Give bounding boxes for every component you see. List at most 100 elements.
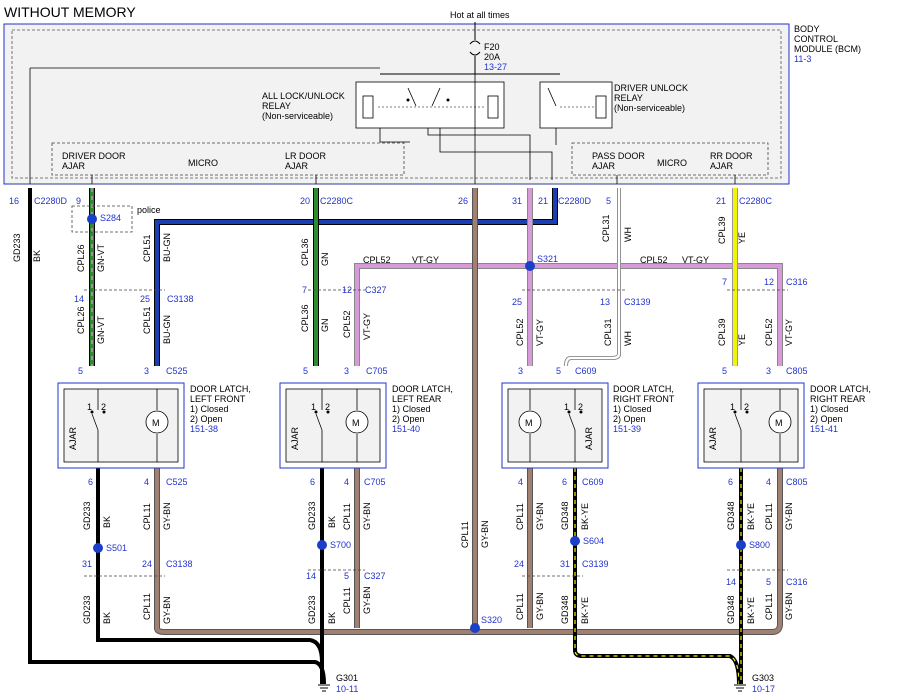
svg-text:5: 5 xyxy=(722,366,727,376)
svg-text:1) Closed: 1) Closed xyxy=(810,404,849,414)
svg-text:6: 6 xyxy=(88,477,93,487)
svg-text:CPL11: CPL11 xyxy=(515,503,525,530)
svg-text:10-17: 10-17 xyxy=(752,684,775,694)
svg-text:GD348: GD348 xyxy=(726,595,736,624)
pass-door-ajar-1: PASS DOOR xyxy=(592,151,645,161)
lr-door-ajar-1: LR DOOR xyxy=(285,151,327,161)
svg-text:WH: WH xyxy=(623,227,633,242)
svg-text:CPL11: CPL11 xyxy=(142,593,152,620)
svg-text:CPL11: CPL11 xyxy=(342,587,352,614)
wire-gd348-rf xyxy=(573,468,741,685)
switch-icon xyxy=(568,413,576,431)
pin-label: 9 xyxy=(76,196,81,206)
svg-text:AJAR: AJAR xyxy=(584,426,594,450)
motor-icon xyxy=(518,410,542,434)
svg-text:CPL52: CPL52 xyxy=(363,255,391,265)
relay-contact-icon xyxy=(547,87,557,107)
svg-text:C609: C609 xyxy=(582,477,604,487)
svg-text:4: 4 xyxy=(518,477,523,487)
relay-coil-icon xyxy=(595,95,607,119)
svg-text:1) Closed: 1) Closed xyxy=(392,404,431,414)
svg-text:GY-BN: GY-BN xyxy=(480,520,490,548)
switch-icon xyxy=(91,413,99,431)
svg-text:BK-YE: BK-YE xyxy=(580,597,590,624)
svg-text:CPL39: CPL39 xyxy=(717,216,727,244)
svg-text:CPL26: CPL26 xyxy=(76,306,86,334)
micro-box-right xyxy=(571,142,769,176)
svg-text:2) Open: 2) Open xyxy=(613,414,646,424)
relay-coil-icon xyxy=(487,95,499,119)
wire-cpl52-bus xyxy=(354,263,783,366)
svg-text:GY-BN: GY-BN xyxy=(362,586,372,614)
svg-text:C3138: C3138 xyxy=(167,294,194,304)
svg-text:GN-VT: GN-VT xyxy=(96,316,106,345)
switch-icon xyxy=(315,413,323,431)
svg-text:BK: BK xyxy=(327,612,337,624)
splice-dot xyxy=(317,540,327,550)
svg-text:C327: C327 xyxy=(364,571,386,581)
door-latch-lf: AJAR 1 2 M DOOR LATCH, LEFT FRONT 1) Clo… xyxy=(57,382,251,469)
svg-text:BK-YE: BK-YE xyxy=(746,597,756,624)
svg-text:5: 5 xyxy=(303,366,308,376)
bcm-ref: 11-3 xyxy=(794,54,811,64)
svg-text:VT-GY: VT-GY xyxy=(682,255,709,265)
connector-label: C2280D xyxy=(34,196,68,206)
motor-icon xyxy=(345,410,369,434)
svg-text:M: M xyxy=(352,418,360,428)
svg-text:12: 12 xyxy=(342,285,352,295)
svg-text:31: 31 xyxy=(560,559,570,569)
svg-text:CPL11: CPL11 xyxy=(764,593,774,620)
svg-text:CPL51: CPL51 xyxy=(142,306,152,334)
svg-text:BU-GN: BU-GN xyxy=(162,233,172,262)
svg-text:7: 7 xyxy=(302,285,307,295)
splice-label: S800 xyxy=(749,540,770,550)
svg-text:DOOR LATCH,: DOOR LATCH, xyxy=(810,384,871,394)
svg-text:GD233: GD233 xyxy=(307,501,317,530)
inline-connectors xyxy=(12,183,788,577)
connector-label: C2280D xyxy=(558,196,592,206)
svg-text:DOOR LATCH,: DOOR LATCH, xyxy=(392,384,453,394)
splice-label: S501 xyxy=(106,543,127,553)
upper-pin-labels: 14 25 C3138 7 12 C327 25 13 C3139 7 12 C… xyxy=(74,277,808,376)
svg-text:C3138: C3138 xyxy=(166,559,193,569)
door-latch-lr: AJAR 1 2 M DOOR LATCH, LEFT REAR 1) Clos… xyxy=(279,382,453,469)
driver-door-ajar-2: AJAR xyxy=(62,161,86,171)
svg-text:BK: BK xyxy=(32,250,42,262)
svg-text:C3139: C3139 xyxy=(624,297,651,307)
page-title: WITHOUT MEMORY xyxy=(4,4,136,20)
svg-text:3: 3 xyxy=(766,366,771,376)
svg-text:3: 3 xyxy=(344,366,349,376)
driver-unlock-relay-label-2: RELAY xyxy=(614,93,643,103)
hot-label: Hot at all times xyxy=(450,10,510,20)
svg-text:CPL39: CPL39 xyxy=(717,318,727,346)
micro-label-right: MICRO xyxy=(657,158,687,168)
svg-text:BK-YE: BK-YE xyxy=(746,503,756,530)
svg-text:2: 2 xyxy=(101,402,106,412)
svg-text:GY-BN: GY-BN xyxy=(784,502,794,530)
pin-label: 31 xyxy=(512,196,522,206)
relay-contact-icon xyxy=(431,87,441,107)
svg-text:1) Closed: 1) Closed xyxy=(190,404,229,414)
svg-text:6: 6 xyxy=(310,477,315,487)
svg-text:AJAR: AJAR xyxy=(290,426,300,450)
svg-text:LEFT REAR: LEFT REAR xyxy=(392,394,442,404)
lr-door-ajar-2: AJAR xyxy=(285,161,309,171)
svg-text:6: 6 xyxy=(562,477,567,487)
splice-dot xyxy=(525,261,535,271)
all-lock-relay-label-1: ALL LOCK/UNLOCK xyxy=(262,91,345,101)
ground-g303: G303 10-17 xyxy=(734,673,775,694)
all-lock-relay-label-2: RELAY xyxy=(262,101,291,111)
svg-text:CPL52: CPL52 xyxy=(342,310,352,338)
bcm-label-2: CONTROL xyxy=(794,34,838,44)
svg-text:1) Closed: 1) Closed xyxy=(613,404,652,414)
svg-text:12: 12 xyxy=(764,277,774,287)
bcm-inner-box xyxy=(11,29,782,179)
svg-text:YE: YE xyxy=(737,334,747,346)
svg-text:GN: GN xyxy=(320,319,330,333)
svg-text:CPL11: CPL11 xyxy=(142,503,152,530)
fuse-name: F20 xyxy=(484,42,500,52)
svg-text:VT-GY: VT-GY xyxy=(362,313,372,340)
svg-text:M: M xyxy=(775,418,783,428)
svg-text:1: 1 xyxy=(87,402,92,412)
